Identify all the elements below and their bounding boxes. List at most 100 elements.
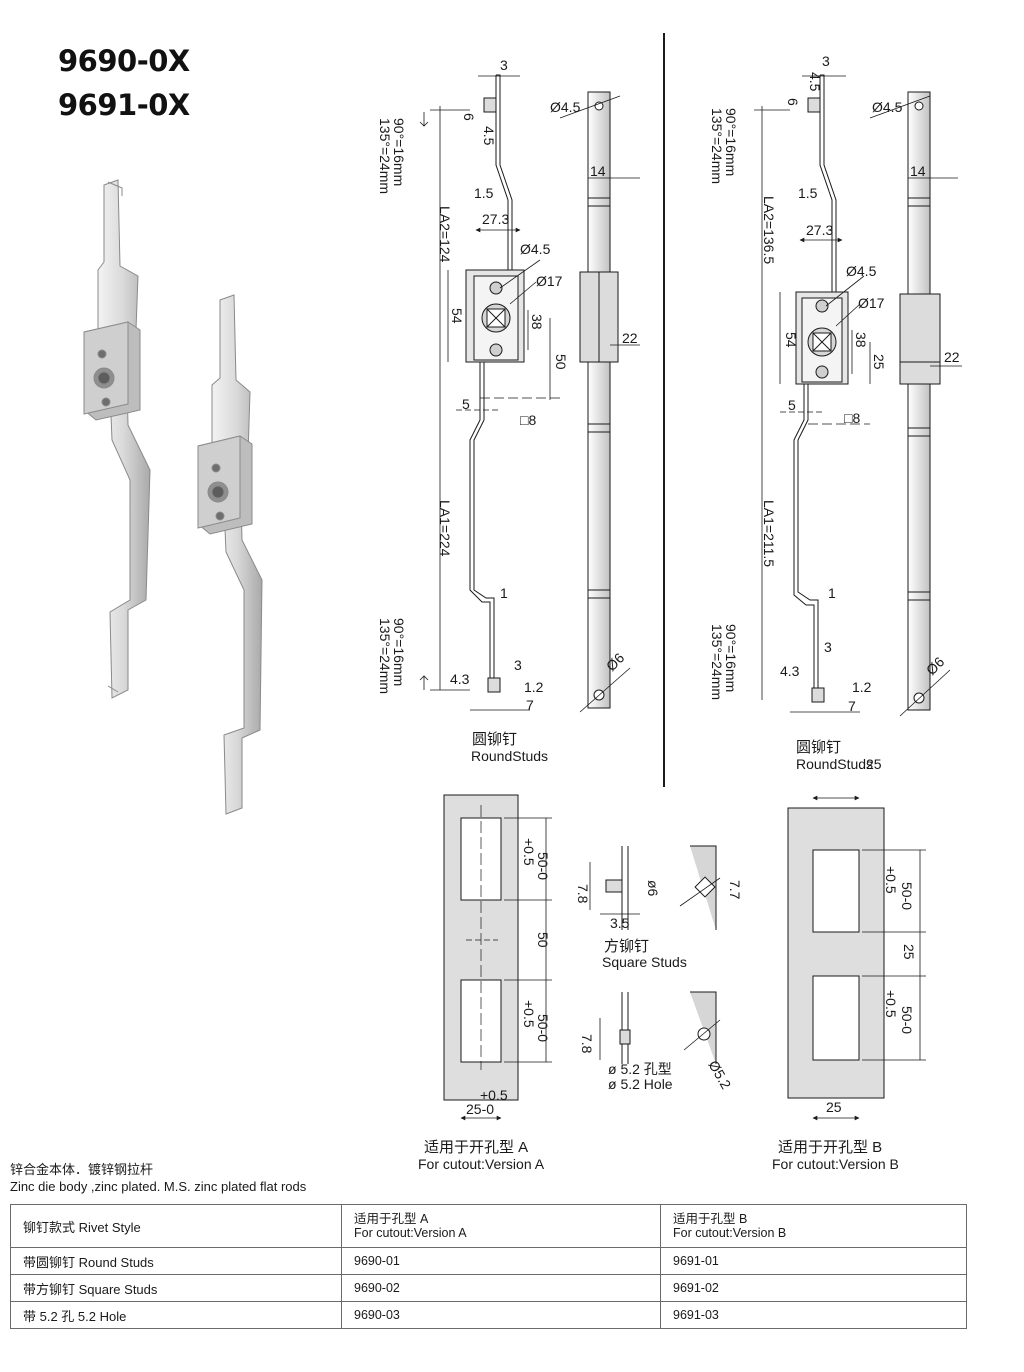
header-version-b-en: For cutout:Version B (673, 1226, 787, 1240)
rod-render-2 (197, 294, 263, 815)
dim-1-5: 1.5 (474, 185, 494, 201)
cutout-b-labels: +0.5 50-0 25 +0.5 50-0 25 适用于开孔型 B For c… (772, 866, 917, 1172)
dim-1: 1 (500, 585, 508, 601)
cutout-b-drawing (787, 795, 926, 1121)
square-stud-caption-en: Square Studs (602, 954, 687, 970)
r-dim-phi-4-5: Ø4.5 (872, 99, 903, 115)
r-dim-22: 22 (944, 349, 960, 365)
r-dim-54: 54 (783, 332, 799, 348)
cutout-a-50: 50 (535, 932, 551, 948)
r-dim-3-bottom: 3 (824, 639, 832, 655)
left-front-view (559, 91, 640, 713)
cutout-b-caption-cn: 适用于开孔型 B (778, 1139, 882, 1156)
dim-square-8: □8 (520, 412, 536, 428)
dim-54: 54 (449, 308, 465, 324)
bend-135-bottom: 135°=24mm (377, 618, 393, 694)
r-dim-4-3: 4.3 (780, 663, 800, 679)
row-version-b: 9691-01 (660, 1247, 967, 1275)
table-row: 带方铆钉 Square Studs 9690-02 9691-02 (10, 1274, 967, 1302)
stud-detail-labels: 7.8 ø6 3.5 7.7 方铆钉 Square Studs 7.8 Ø5.2… (575, 880, 743, 1092)
cutout-b-25-bottom: 25 (826, 1099, 842, 1115)
dim-50: 50 (553, 354, 569, 370)
header-version-a-cn: 适用于孔型 A (354, 1212, 429, 1226)
row-version-a: 9690-03 (341, 1301, 661, 1329)
table-header-row: 铆钉款式 Rivet Style 适用于孔型 A For cutout:Vers… (10, 1204, 967, 1248)
model-spec-table: 铆钉款式 Rivet Style 适用于孔型 A For cutout:Vers… (10, 1204, 967, 1329)
cutout-a-25-0: 25-0 (466, 1101, 494, 1117)
stud-details (589, 845, 721, 1064)
cutout-a-tol-1: +0.5 (521, 838, 537, 866)
dim-38: 38 (529, 314, 545, 330)
row-style: 带圆铆钉 Round Studs (10, 1247, 342, 1275)
left-side-view (419, 74, 560, 711)
model-number-9691: 9691-0X (58, 88, 190, 122)
bend-135-top: 135°=24mm (377, 118, 393, 194)
cutout-b-caption-en: For cutout:Version B (772, 1156, 899, 1172)
r-bend-135-top: 135°=24mm (709, 108, 725, 184)
r-dim-5: 5 (788, 397, 796, 413)
hole-stud-7-8: 7.8 (579, 1034, 595, 1054)
r-bend-135-bottom: 135°=24mm (709, 624, 725, 700)
right-front-view (869, 91, 962, 717)
rod-render-1 (83, 179, 151, 699)
material-description-en: Zinc die body ,zinc plated. M.S. zinc pl… (10, 1179, 307, 1194)
dim-4-5: 4.5 (481, 126, 497, 146)
cutout-a-tol-2: +0.5 (521, 1000, 537, 1028)
left-dimension-labels: 3 6 4.5 90°=16mm 135°=24mm Ø4.5 14 1.5 2… (377, 57, 638, 764)
hole-stud-phi-5-2: Ø5.2 (705, 1058, 734, 1092)
r-dim-phi-4-5-b: Ø4.5 (846, 263, 877, 279)
dim-3-bottom: 3 (514, 657, 522, 673)
material-description-cn: 锌合金本体．镀锌钢拉杆 (10, 1162, 154, 1177)
cutout-b-25: 25 (901, 944, 917, 960)
dim-6: 6 (461, 113, 477, 121)
right-caption-en: RoundStuds (796, 756, 873, 772)
r-dim-1-2: 1.2 (852, 679, 872, 695)
r-dim-6: 6 (785, 98, 801, 106)
header-version-b-cn: 适用于孔型 B (673, 1212, 748, 1226)
right-side-view (754, 74, 871, 713)
square-stud-3-5: 3.5 (610, 915, 630, 931)
r-dim-la2: LA2=136.5 (761, 196, 777, 264)
cutout-a-50-0-2: 50-0 (535, 1014, 551, 1042)
table-row: 带圆铆钉 Round Studs 9690-01 9691-01 (10, 1247, 967, 1275)
cutout-a-50-0-1: 50-0 (535, 852, 551, 880)
right-caption-suffix: 25 (866, 756, 882, 772)
r-dim-1-5: 1.5 (798, 185, 818, 201)
r-dim-38: 38 (853, 332, 869, 348)
row-version-a: 9690-02 (341, 1274, 661, 1302)
hole-stud-caption-en: ø 5.2 Hole (608, 1076, 673, 1092)
dim-la1: LA1=224 (437, 500, 453, 557)
r-dim-1: 1 (828, 585, 836, 601)
dim-1-2: 1.2 (524, 679, 544, 695)
row-version-a: 9690-01 (341, 1247, 661, 1275)
r-dim-square-8: □8 (844, 410, 860, 426)
right-caption-cn: 圆铆钉 (796, 739, 841, 756)
cutout-b-50-0-1: 50-0 (899, 882, 915, 910)
cutout-a-tol-3: +0.5 (480, 1087, 508, 1103)
square-stud-caption-cn: 方铆钉 (604, 938, 649, 955)
r-dim-4-5: 4.5 (807, 72, 823, 92)
dim-3: 3 (500, 57, 508, 73)
row-style: 带 5.2 孔 5.2 Hole (10, 1301, 342, 1329)
row-version-b: 9691-02 (660, 1274, 967, 1302)
square-stud-7-8: 7.8 (575, 884, 591, 904)
hole-stud-caption-cn: ø 5.2 孔型 (608, 1061, 672, 1077)
dim-phi-4-5: Ø4.5 (550, 99, 581, 115)
r-dim-phi-17: Ø17 (858, 295, 885, 311)
dim-5: 5 (462, 396, 470, 412)
cutout-a-drawing (443, 794, 552, 1121)
dim-14: 14 (590, 163, 606, 179)
r-bend-90-top: 90°=16mm (723, 108, 739, 176)
header-version-a: 适用于孔型 A For cutout:Version A (341, 1204, 661, 1248)
r-dim-14: 14 (910, 163, 926, 179)
square-stud-7-7: 7.7 (727, 880, 743, 900)
left-caption-cn: 圆铆钉 (472, 731, 517, 748)
cutout-b-tol-2: +0.5 (883, 990, 899, 1018)
dim-22: 22 (622, 330, 638, 346)
table-row: 带 5.2 孔 5.2 Hole 9690-03 9691-03 (10, 1301, 967, 1329)
bend-90-top: 90°=16mm (391, 118, 407, 186)
cutout-b-tol-1: +0.5 (883, 866, 899, 894)
r-dim-la1: LA1=211.5 (761, 500, 777, 567)
dim-la2: LA2=124 (437, 206, 453, 263)
model-number-9690: 9690-0X (58, 44, 190, 78)
